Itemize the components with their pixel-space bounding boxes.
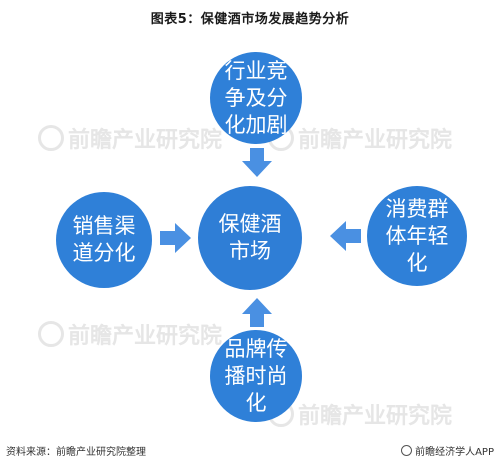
arrow-up-icon — [242, 298, 272, 327]
node-brand-fashion: 品牌传播时尚化 — [210, 330, 302, 422]
node-consumer-younger: 消费群体年轻化 — [367, 186, 467, 286]
arrow-right-icon — [160, 223, 191, 253]
arrow-left-icon — [330, 221, 361, 251]
node-sales-channel: 销售渠道分化 — [56, 192, 152, 288]
node-health-wine-market: 保健酒市场 — [198, 186, 302, 290]
brand-credit: 前瞻经济学人APP — [401, 443, 494, 458]
arrow-down-icon — [242, 148, 272, 177]
node-industry-competition: 行业竞争及分化加剧 — [210, 52, 302, 144]
source-note: 资料来源：前瞻产业研究院整理 — [6, 447, 146, 458]
page-title: 图表5：保健酒市场发展趋势分析 — [150, 12, 350, 27]
brand-logo-icon — [401, 445, 413, 456]
